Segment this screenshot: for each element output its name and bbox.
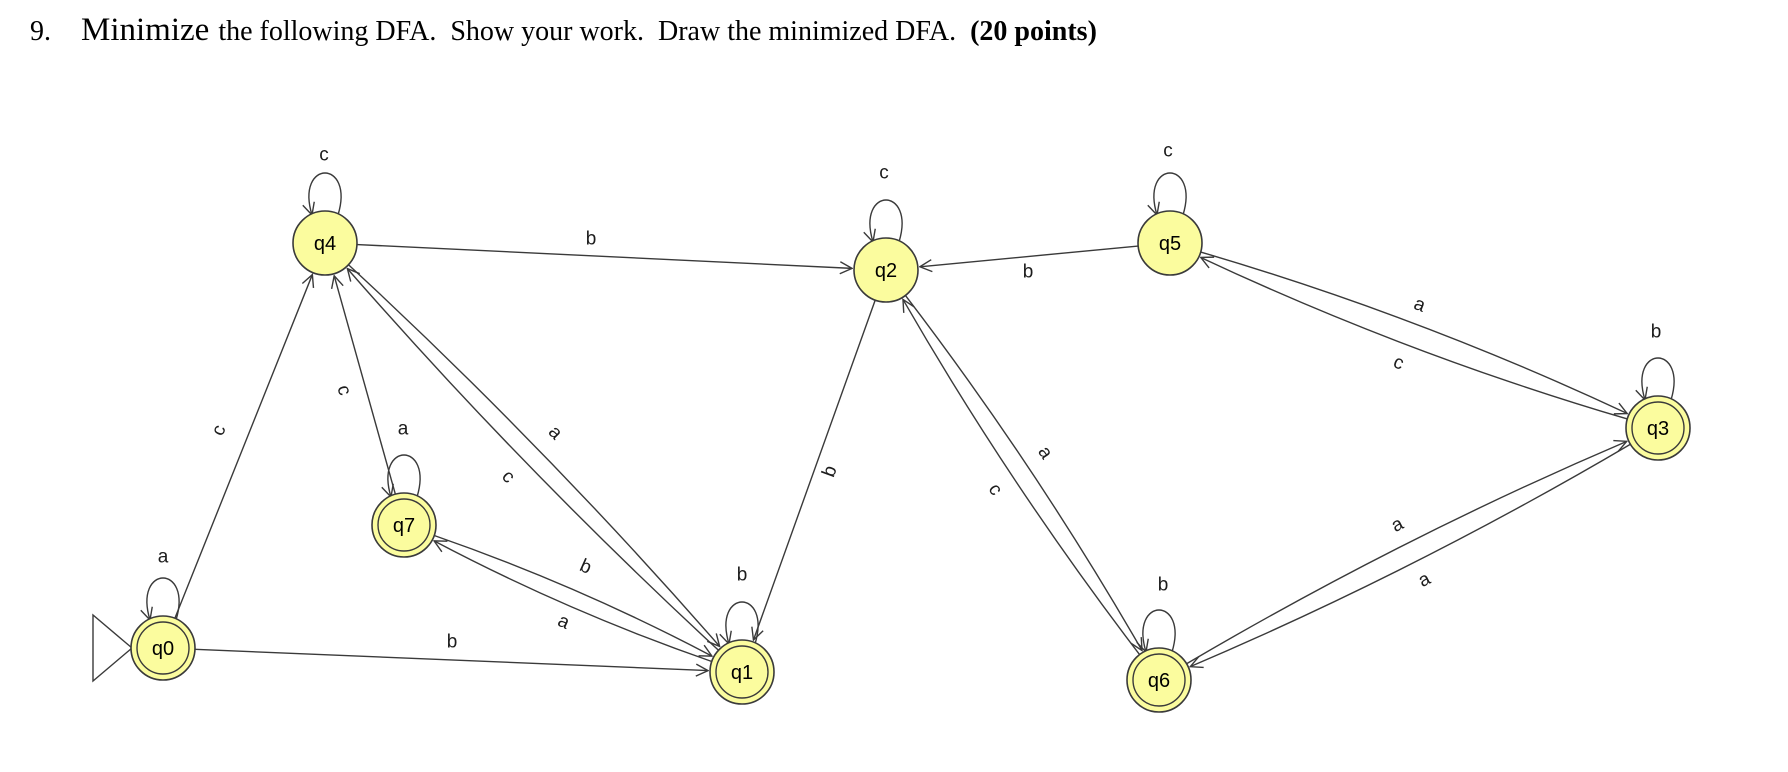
state-circle-q1: [709, 639, 775, 705]
edge-label-q0-c-q4: c: [208, 422, 231, 439]
transition-q4-a-q1: [348, 264, 719, 647]
state-label-q3: q3: [1647, 418, 1669, 440]
state-label-q1: q1: [731, 662, 753, 684]
edge-label-q0-a-q0: a: [158, 547, 169, 568]
transition-q3-b-q3: [1642, 357, 1675, 400]
edge-label-q7-c-q4: c: [332, 383, 355, 398]
transition-q6-c-q2: [903, 299, 1141, 655]
accepting-ring-q1: [715, 645, 769, 699]
problem-title-lead: Minimize: [81, 12, 210, 48]
transition-q6-b-q6: [1143, 609, 1176, 652]
problem-number: 9.: [30, 16, 51, 47]
edge-label-q2-c-q2: c: [879, 163, 889, 184]
state-q1: q1: [709, 639, 775, 705]
transition-q5-a-q3: [1200, 251, 1628, 414]
edge-label-q0-b-q1: b: [447, 632, 458, 653]
state-circle-q3: [1625, 395, 1691, 461]
edge-label-q1-a-q7: a: [554, 610, 573, 634]
state-label-q7: q7: [393, 515, 415, 537]
edge-label-q6-b-q6: b: [1158, 575, 1169, 596]
transition-q3-c-q5: [1201, 257, 1628, 420]
transition-q4-b-q2: [356, 243, 852, 269]
state-q0: q0: [92, 613, 196, 683]
state-circle-q4: [292, 210, 358, 276]
transition-q7-c-q4: [334, 276, 397, 495]
transition-q2-c-q2: [870, 199, 903, 242]
transition-q7-b-q1: [433, 534, 712, 657]
edge-label-q4-b-q2: b: [586, 229, 597, 250]
state-label-q6: q6: [1148, 670, 1170, 692]
edge-label-q3-a-q6: a: [1415, 568, 1434, 592]
edge-label-q5-b-q2: b: [1023, 262, 1034, 283]
transition-q0-a-q0: [147, 577, 180, 620]
edge-label-q3-c-q5: c: [1390, 352, 1406, 375]
state-q6: q6: [1126, 647, 1192, 713]
accepting-ring-q7: [377, 498, 431, 552]
transitions-layer: [147, 172, 1675, 671]
transition-q5-b-q2: [920, 245, 1139, 267]
transition-q3-a-q6: [1190, 443, 1631, 666]
transition-q2-b-q1: [753, 299, 876, 640]
transition-q4-c-q4: [309, 172, 342, 215]
accepting-ring-q3: [1631, 401, 1685, 455]
problem-title-text: the following DFA. Show your work. Draw …: [218, 16, 957, 47]
state-circle-q5: [1137, 210, 1203, 276]
transition-q0-c-q4: [174, 275, 312, 619]
problem-statement: 9. Minimize the following DFA. Show your w…: [30, 12, 1097, 49]
state-q7: q7: [371, 492, 437, 558]
state-circle-q0: [130, 615, 196, 681]
accepting-ring-q6: [1132, 653, 1186, 707]
state-circle-q6: [1126, 647, 1192, 713]
accepting-ring-q0: [136, 621, 190, 675]
state-q3: q3: [1625, 395, 1691, 461]
edge-label-q7-a-q7: a: [398, 419, 409, 440]
state-label-q0: q0: [152, 638, 174, 660]
transition-q2-a-q6: [904, 295, 1142, 650]
edge-label-q2-a-q6: a: [1033, 442, 1057, 463]
edge-label-q7-b-q1: b: [576, 555, 594, 578]
transition-q1-c-q4: [347, 269, 719, 651]
edge-label-q6-c-q2: c: [984, 480, 1007, 500]
state-label-q5: q5: [1159, 233, 1181, 255]
transition-q5-c-q5: [1154, 172, 1187, 215]
state-q4: q4: [292, 210, 358, 276]
states-layer: q0 q1 q2 q3 q4 q5 q6 q7: [92, 210, 1691, 713]
edge-label-q5-a-q3: a: [1411, 293, 1429, 317]
start-arrow: [92, 613, 134, 683]
state-circle-q7: [371, 492, 437, 558]
state-label-q4: q4: [314, 233, 336, 255]
state-q2: q2: [853, 237, 919, 303]
state-circle-q2: [853, 237, 919, 303]
edge-label-q2-b-q1: b: [818, 463, 841, 480]
state-label-q2: q2: [875, 260, 897, 282]
transition-q1-a-q7: [434, 541, 713, 663]
edge-labels-layer: a b c a b c a b c a b c a b c a b c a b c a b c: [158, 141, 1662, 653]
edge-label-q1-c-q4: c: [497, 466, 519, 487]
edge-label-q4-c-q4: c: [319, 145, 329, 166]
state-q5: q5: [1137, 210, 1203, 276]
transition-q0-b-q1: [194, 648, 708, 670]
edge-label-q6-a-q3: a: [1388, 513, 1407, 537]
transition-q1-b-q1: [726, 601, 759, 644]
edge-label-q5-c-q5: c: [1163, 141, 1173, 162]
edge-label-q4-a-q1: a: [544, 422, 567, 445]
edge-label-q1-b-q1: b: [737, 565, 748, 586]
transition-q7-a-q7: [388, 454, 421, 497]
transition-q6-a-q3: [1186, 441, 1627, 665]
problem-points: (20 points): [970, 16, 1097, 47]
edge-label-q3-b-q3: b: [1651, 322, 1662, 343]
